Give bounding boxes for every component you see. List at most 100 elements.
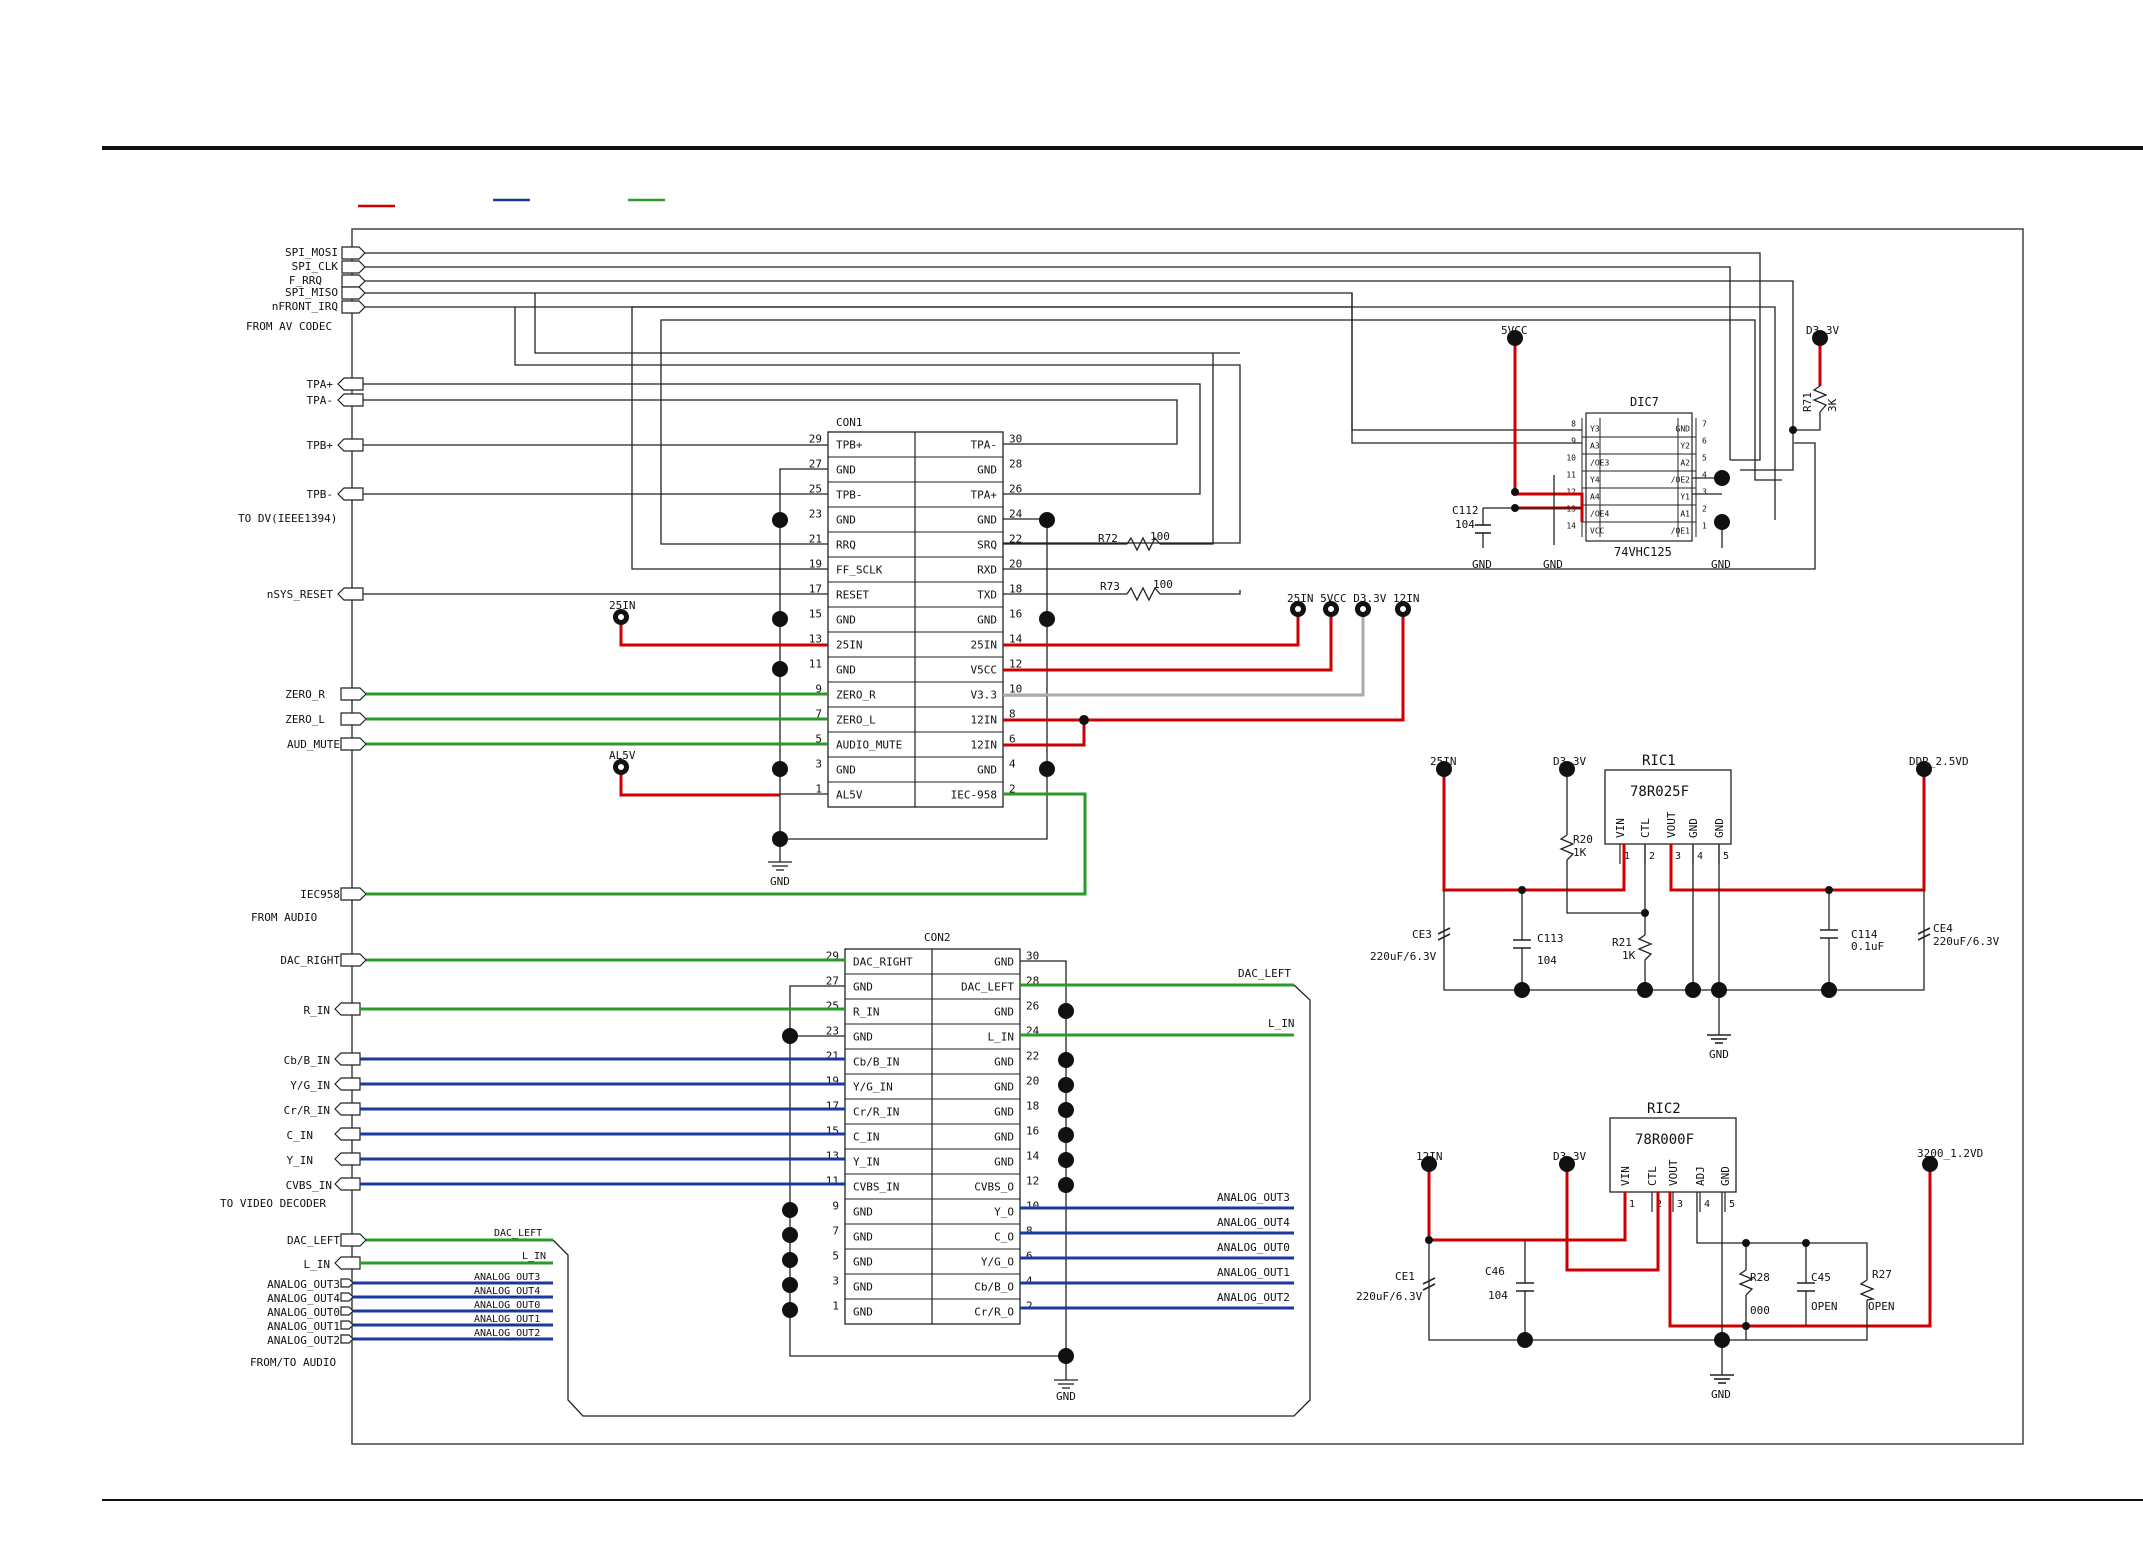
con1-gnd-symbol (768, 861, 792, 871)
con1-pin-num-left: 17 (809, 583, 822, 596)
ric2-part: 78R000F (1635, 1132, 1694, 1148)
label-r28: R28 (1750, 1271, 1770, 1284)
con1-pin-label-right: GND (977, 613, 997, 626)
flag-cr-r-in (334, 1102, 361, 1116)
note-to-video-decoder: TO VIDEO DECODER (220, 1197, 326, 1210)
dot-con1-16 (1039, 611, 1055, 627)
con1-pin-num-left: 5 (815, 733, 822, 746)
ce4-symbol (1917, 927, 1931, 941)
dot-con1-12in (1079, 715, 1089, 725)
flag-analog-out3 (340, 1278, 354, 1288)
con2-gnd-left-rail (789, 985, 1066, 1357)
ric2-pins-pin-num: 4 (1704, 1199, 1710, 1210)
dic7-pin-num-left: 11 (1566, 471, 1576, 480)
con1-pin-num-left: 15 (809, 608, 822, 621)
con1-pin-num-right: 22 (1009, 533, 1022, 546)
dic7-wiring (1482, 338, 1822, 548)
port-dac-right: DAC_RIGHT (280, 954, 340, 967)
con2-pin-num-right: 10 (1026, 1200, 1039, 1213)
con2-pin-num-right: 8 (1026, 1225, 1033, 1238)
con1-pin-num-left: 13 (809, 633, 822, 646)
con2-pin-label-left: DAC_RIGHT (853, 955, 913, 968)
con1-pin-num-right: 4 (1009, 758, 1016, 771)
con2-pin-label-left: R_IN (853, 1005, 880, 1018)
dic7-pin-label-right: Y1 (1680, 492, 1690, 501)
dot-ric2-g1 (1517, 1332, 1533, 1348)
con1-pin-num-right: 2 (1009, 783, 1016, 796)
color-legend (358, 198, 665, 208)
net-25in-left (619, 617, 828, 647)
dot-ric1-out (1916, 761, 1932, 777)
port-cvbs-in: CVBS_IN (286, 1179, 332, 1192)
label-ric1-ctl: D3.3V (1553, 755, 1586, 768)
con2-pin-num-left: 25 (826, 1000, 839, 1013)
flag-nsys-reset (337, 587, 364, 601)
label-r72-val: 100 (1150, 530, 1170, 543)
label-c113-val: 104 (1537, 954, 1557, 967)
con2-pin-num-left: 27 (826, 975, 839, 988)
con2-pin-label-right: GND (994, 955, 1014, 968)
dic7-pin-label-left: Y3 (1590, 424, 1600, 433)
net-12in-right (1003, 609, 1405, 722)
con1-pin-label-right: V5CC (971, 663, 998, 676)
con2-pin-label-left: Cr/R_IN (853, 1105, 899, 1118)
label-r71-val: 3K (1826, 398, 1839, 412)
note-from-av-codec: FROM AV CODEC (246, 320, 332, 333)
label-ce4-val: 220uF/6.3V (1933, 935, 2000, 948)
dot-con2-23 (782, 1028, 798, 1044)
r28-zigzag (1738, 1269, 1754, 1296)
con2-pin-num-left: 3 (832, 1275, 839, 1288)
dic7-pin-num-right: 1 (1702, 522, 1707, 531)
ric2-pins-pin-name: VOUT (1667, 1159, 1680, 1186)
con1-pin-label-left: 25IN (836, 638, 863, 651)
dic7-chip: DIC7 8Y3GND79A3Y2610/OE3A2511Y4/OE2412A4… (1566, 395, 1707, 559)
audio-bus-left-labels: DAC_LEFT L_IN ANALOG_OUT3 ANALOG_OUT4 AN… (474, 1228, 546, 1339)
dot-ric1-a (1518, 886, 1526, 894)
con2-net-out4: ANALOG_OUT4 (1217, 1216, 1290, 1229)
con1-gnd-left-rail (779, 468, 828, 839)
note-to-dv: TO DV(IEEE1394) (238, 512, 337, 525)
con1-pin-num-right: 10 (1009, 683, 1022, 696)
wire-spi-miso-to-rrq (534, 293, 1240, 354)
flag-tpb-minus (337, 487, 364, 501)
con2-pin-label-right: C_O (994, 1230, 1014, 1243)
ric1-gnd-bus (1443, 890, 1925, 991)
port-tpb-minus: TPB- (307, 488, 334, 501)
con1-pin-label-right: GND (977, 513, 997, 526)
ric1-net-in (1442, 769, 1626, 892)
wire-miso-loop (1351, 293, 1582, 431)
label-r27: R27 (1872, 1268, 1892, 1281)
con1-pin-label-left: GND (836, 763, 856, 776)
dot-con1-11 (772, 661, 788, 677)
dic7-pin-label-right: A1 (1680, 509, 1690, 518)
wire-spi-miso (365, 292, 1582, 444)
con2-pin-num-left: 7 (832, 1225, 839, 1238)
flag-l-in (334, 1256, 361, 1270)
con1-gnd-right-rail (780, 518, 1048, 840)
con1-pin-label-right: TPA- (971, 438, 998, 451)
con2-pin-label-left: GND (853, 980, 873, 993)
con1-pin-label-left: TPB+ (836, 438, 863, 451)
con2-pin-label-right: Cr/R_O (974, 1305, 1014, 1318)
con2-gnd-symbol (1054, 1379, 1078, 1389)
con1-pin-label-right: 12IN (971, 738, 998, 751)
port-l-in: L_IN (304, 1258, 331, 1271)
net-33v-right (1003, 609, 1365, 697)
label-c113: C113 (1537, 932, 1564, 945)
label-dic7-gnd2: GND (1543, 558, 1563, 571)
con2-pin-label-left: C_IN (853, 1130, 880, 1143)
port-y-g-in: Y/G_IN (290, 1079, 330, 1092)
con1-pin-num-right: 12 (1009, 658, 1022, 671)
ric1-body (1604, 769, 1732, 845)
dic7-pin-num-left: 14 (1566, 522, 1576, 531)
ric1-pins-pin-name: CTL (1639, 818, 1652, 838)
con2-pin-label-left: Y_IN (853, 1155, 880, 1168)
con1-pin-label-left: TPB- (836, 488, 863, 501)
label-25in-left: 25IN (609, 599, 636, 612)
left-port-labels: SPI_MOSI SPI_CLK F_RRQ SPI_MISO nFRONT_I… (267, 246, 341, 1347)
con1-pin-num-left: 23 (809, 508, 822, 521)
con1-pin-label-left: RRQ (836, 538, 856, 551)
dot-con1-bottom (772, 831, 788, 847)
flag-c-in (334, 1127, 361, 1141)
